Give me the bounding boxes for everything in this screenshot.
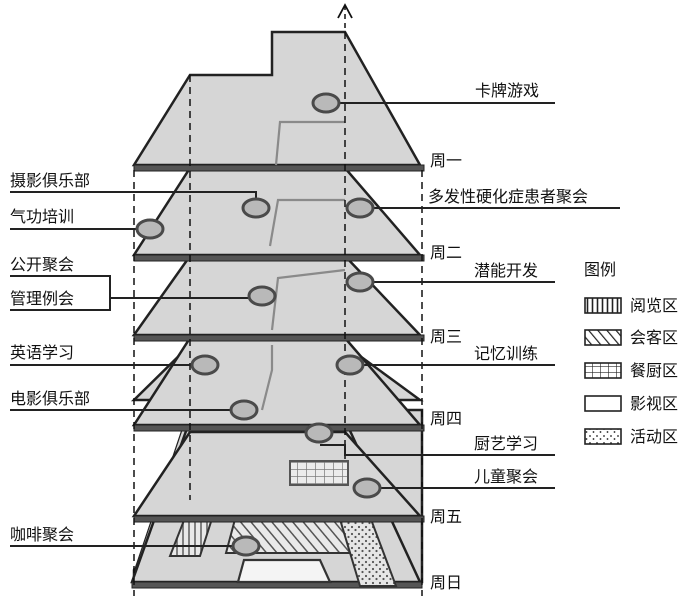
marker-photo-club — [241, 197, 271, 219]
level-label-1: 周一 — [430, 151, 462, 170]
legend-label-activity: 活动区 — [630, 427, 678, 446]
label-management: 管理例会 — [10, 289, 74, 308]
legend-label-reception: 会客区 — [630, 328, 678, 347]
marker-memory — [335, 354, 365, 376]
legend: 图例 阅览区 会客区 餐厨区 影视区 活动区 — [584, 260, 678, 446]
label-public-meeting: 公开聚会 — [10, 255, 74, 274]
legend-label-reading: 阅览区 — [630, 296, 678, 315]
label-qigong: 气功培训 — [10, 207, 74, 226]
marker-management — [247, 285, 277, 307]
marker-potential — [345, 271, 375, 293]
legend-swatch-video — [584, 395, 622, 412]
level-monday — [131, 30, 425, 172]
label-film-club: 电影俱乐部 — [10, 389, 90, 408]
legend-label-kitchen: 餐厨区 — [630, 361, 678, 380]
marker-children — [352, 477, 382, 499]
level-label-2: 周二 — [430, 243, 462, 262]
level-friday — [131, 430, 425, 523]
label-english: 英语学习 — [10, 343, 74, 362]
kitchen-zone — [289, 460, 349, 486]
activity-markers — [135, 92, 382, 557]
label-cooking: 厨艺学习 — [474, 434, 538, 453]
legend-swatch-kitchen — [584, 362, 622, 379]
level-thursday — [130, 336, 425, 432]
label-card-games: 卡牌游戏 — [475, 81, 539, 100]
level-label-6: 周日 — [430, 573, 462, 592]
level-label-5: 周五 — [430, 507, 462, 526]
marker-coffee — [231, 535, 261, 557]
marker-film-club — [229, 399, 259, 421]
activity-labels: 卡牌游戏 摄影俱乐部 多发性硬化症患者聚会 气功培训 公开聚会 潜能开发 管理例… — [10, 81, 588, 544]
plane-thursday — [131, 336, 423, 427]
vertical-axes — [133, 3, 423, 596]
marker-card-games — [311, 92, 341, 114]
label-potential: 潜能开发 — [474, 261, 538, 280]
legend-label-video: 影视区 — [630, 394, 678, 413]
legend-title: 图例 — [584, 260, 616, 279]
marker-qigong — [135, 218, 165, 240]
marker-english — [190, 354, 220, 376]
label-photo-club: 摄影俱乐部 — [10, 171, 90, 190]
marker-ms-meeting — [345, 197, 375, 219]
marker-cooking — [304, 422, 334, 444]
level-label-4: 周四 — [430, 409, 462, 428]
label-children: 儿童聚会 — [474, 467, 538, 486]
video-zone — [236, 558, 332, 584]
leader-lines — [10, 102, 620, 547]
label-ms-meeting: 多发性硬化症患者聚会 — [428, 187, 588, 206]
label-coffee: 咖啡聚会 — [10, 525, 74, 544]
legend-swatch-reading — [584, 297, 622, 314]
legend-swatch-reception — [584, 329, 622, 346]
level-labels: 周一 周二 周三 周四 周五 周日 — [430, 151, 462, 592]
legend-swatch-activity — [584, 428, 622, 445]
level-tuesday — [131, 166, 425, 262]
label-memory: 记忆训练 — [474, 344, 538, 363]
up-arrow-icon — [337, 3, 353, 19]
level-label-3: 周三 — [430, 327, 462, 346]
